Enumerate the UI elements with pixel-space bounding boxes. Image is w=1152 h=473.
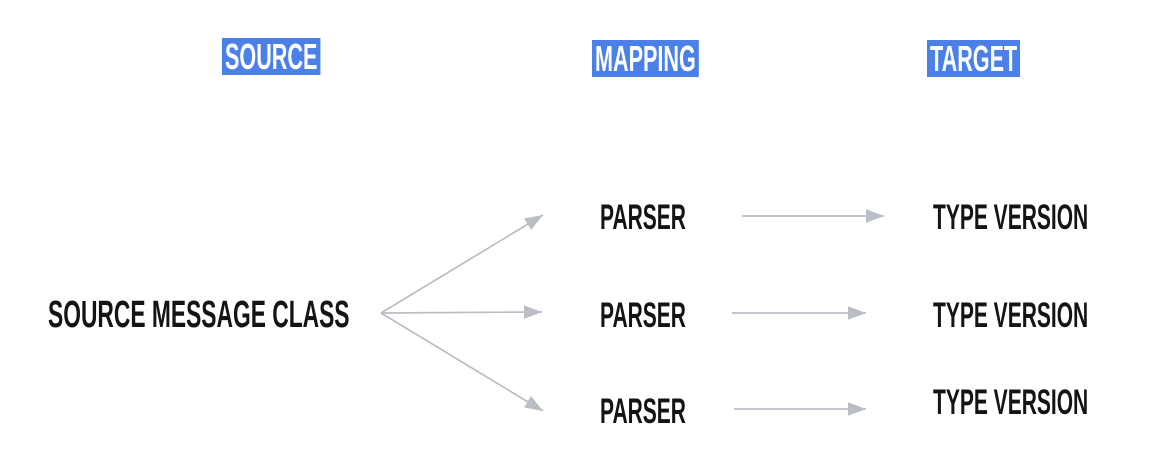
type-version-label-row1: TYPE VERSION	[933, 198, 1089, 237]
source-message-class-label: SOURCE MESSAGE CLASS	[48, 294, 350, 336]
column-header-target: TARGET	[927, 40, 1021, 77]
column-header-source: SOURCE	[222, 38, 321, 75]
type-version-label-row2: TYPE VERSION	[933, 296, 1089, 335]
fan-arrow-top	[380, 214, 544, 314]
fan-arrow-bottom	[380, 312, 544, 412]
column-header-mapping: MAPPING	[592, 40, 699, 77]
parser-label-row2: PARSER	[600, 296, 686, 335]
parser-label-row3: PARSER	[600, 392, 686, 431]
parser-label-row1: PARSER	[600, 198, 686, 237]
fan-arrow-middle	[380, 305, 543, 319]
type-version-label-row3: TYPE VERSION	[933, 383, 1089, 422]
